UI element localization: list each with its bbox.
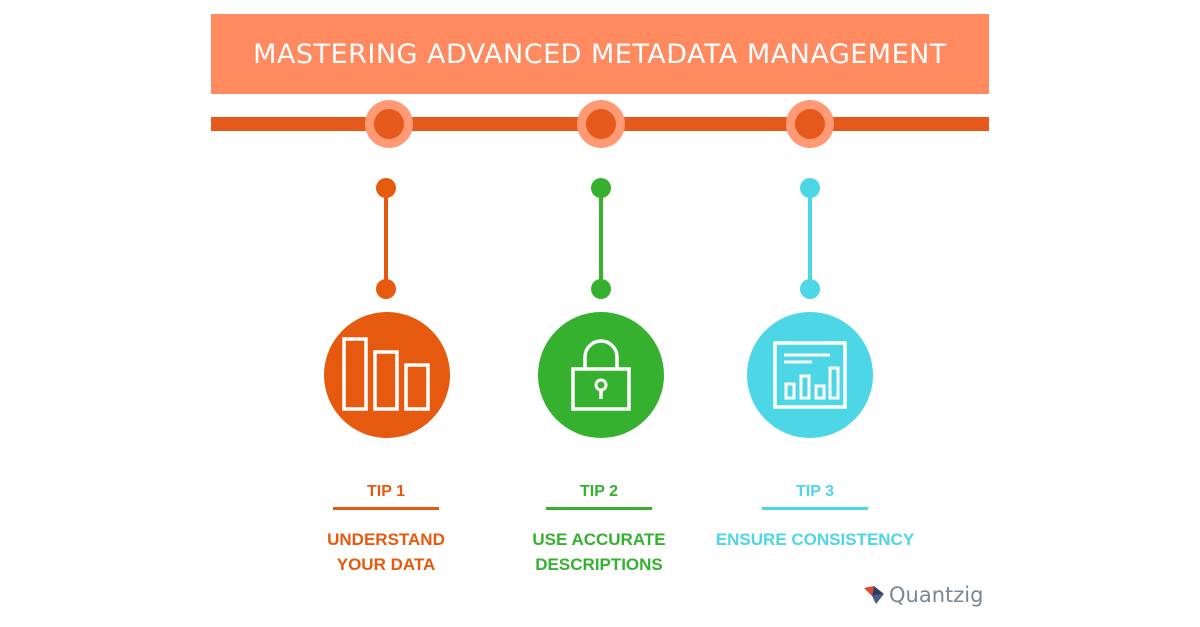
page-title: MASTERING ADVANCED METADATA MANAGEMENT — [253, 38, 947, 70]
tip3-icon-circle — [747, 312, 873, 438]
connector-line-1 — [384, 188, 388, 288]
timeline-node-2 — [577, 100, 625, 148]
tip1-underline — [333, 507, 439, 510]
tip1-label: TIP 1 — [367, 483, 405, 500]
tip3-label: TIP 3 — [796, 483, 834, 500]
connector-line-3 — [808, 188, 812, 288]
timeline-node-3 — [786, 100, 834, 148]
connector-bottom-dot-3 — [800, 279, 820, 299]
padlock-icon — [571, 339, 631, 411]
brand-logo: Quantzig — [862, 583, 983, 607]
tip3-underline — [762, 507, 868, 510]
connector-line-2 — [599, 188, 603, 288]
quantzig-logo-icon — [864, 586, 884, 604]
connector-bottom-dot-2 — [591, 279, 611, 299]
tip2-icon-circle — [538, 312, 664, 438]
tip2-text: USE ACCURATE DESCRIPTIONS — [532, 530, 666, 574]
report-chart-icon — [773, 341, 847, 409]
logo-text: Quantzig — [889, 583, 984, 607]
tip2-label: TIP 2 — [580, 483, 618, 500]
bar-chart-icon — [342, 337, 430, 411]
tip2-underline — [546, 507, 652, 510]
tip1-text: UNDERSTAND YOUR DATA — [327, 530, 445, 574]
tip1-icon-circle — [324, 312, 450, 438]
connector-bottom-dot-1 — [376, 279, 396, 299]
timeline-node-1 — [365, 100, 413, 148]
tip3-text: ENSURE CONSISTENCY — [715, 530, 915, 549]
title-banner: MASTERING ADVANCED METADATA MANAGEMENT — [211, 14, 989, 94]
